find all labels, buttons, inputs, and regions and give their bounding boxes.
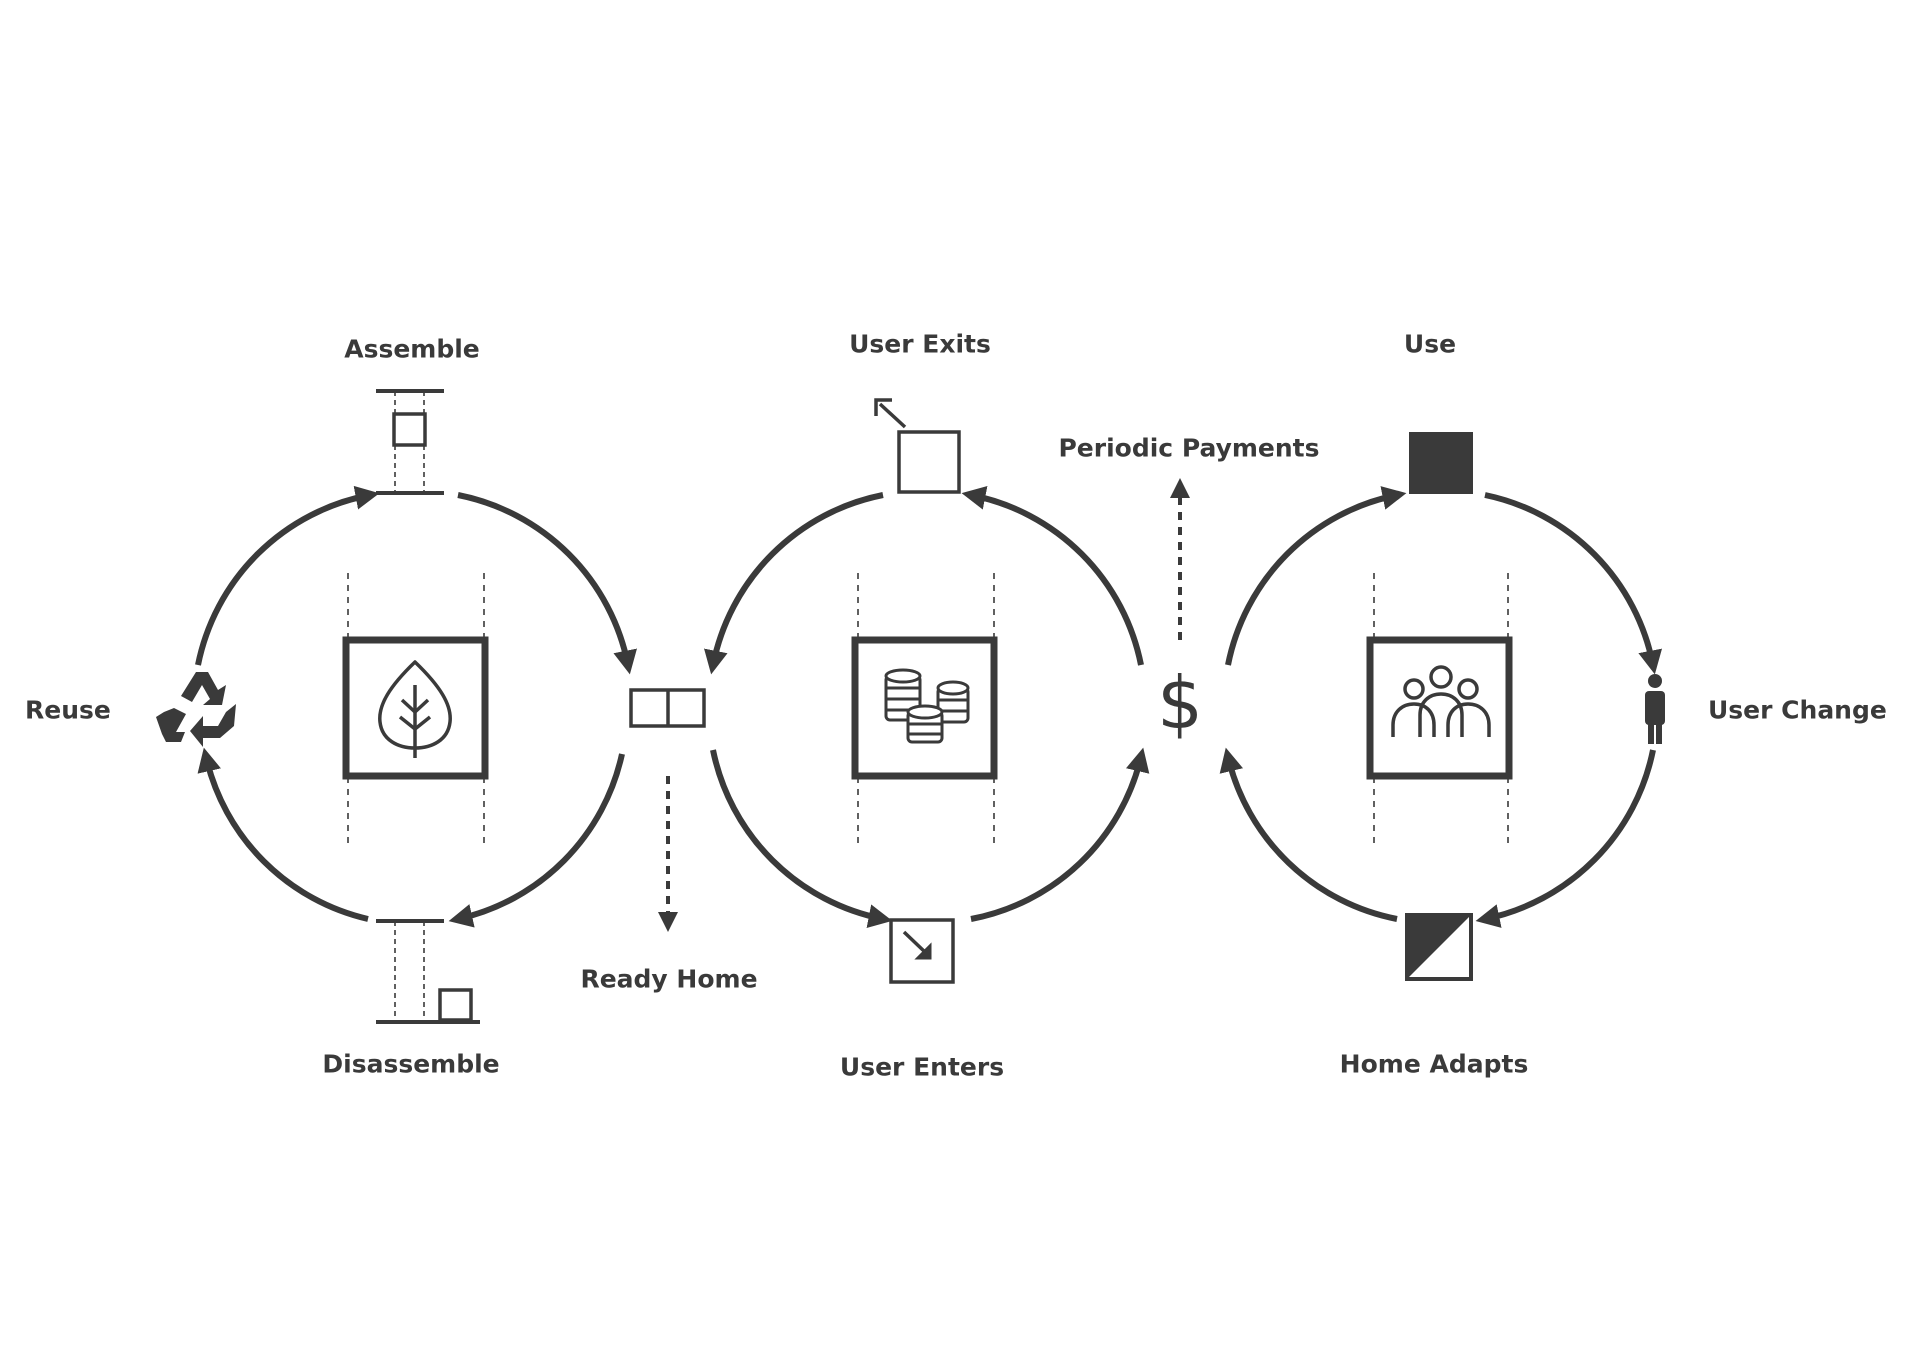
cycle-2-arrows (704, 486, 1150, 928)
cycle-2-center-box (851, 636, 998, 780)
arrow-use-to-user-change (1484, 492, 1663, 675)
label-user-exits: User Exits (849, 329, 991, 359)
assemble-frame-icon (376, 389, 444, 495)
label-home-adapts: Home Adapts (1339, 1049, 1529, 1079)
recycle-icon (156, 672, 236, 747)
leaf-icon (378, 660, 452, 758)
cycle-3-center-box (1366, 636, 1513, 780)
arrow-adapts-to-payment (1219, 747, 1398, 922)
arrow-enter-to-payment (970, 747, 1150, 922)
cycle-3-arrows (1219, 486, 1663, 928)
arrow-ready-to-disassemble (448, 753, 625, 928)
label-user-change: User Change (1708, 695, 1887, 725)
arrow-reuse-to-assemble (195, 485, 380, 666)
disassemble-frame-icon (376, 919, 480, 1024)
arrow-assemble-to-ready (457, 492, 637, 675)
label-user-enters: User Enters (839, 1052, 1005, 1082)
double-box-icon (629, 688, 706, 728)
label-ready-home: Ready Home (580, 964, 758, 994)
person-icon (1645, 674, 1665, 744)
arrow-exit-to-ready (704, 492, 884, 675)
label-disassemble: Disassemble (322, 1049, 500, 1079)
exit-box-icon (874, 398, 961, 494)
label-reuse: Reuse (25, 695, 111, 725)
cycle-1-arrows (195, 485, 637, 928)
filled-square-icon (1409, 432, 1473, 494)
coin-stacks-icon (884, 668, 970, 744)
arrow-payment-to-exit (961, 486, 1144, 666)
people-group-icon (1391, 665, 1491, 737)
dollar-icon: $ (1157, 661, 1203, 745)
arrow-disassemble-to-reuse (197, 747, 369, 922)
half-filled-square-icon (1405, 913, 1473, 981)
arrow-ready-to-enter (710, 749, 893, 928)
arrow-user-change-to-adapts (1475, 749, 1656, 928)
label-periodic-payments: Periodic Payments (1058, 433, 1320, 463)
arrow-payment-to-use (1225, 486, 1407, 666)
label-assemble: Assemble (344, 334, 480, 364)
label-use: Use (1403, 329, 1457, 359)
enter-box-icon (889, 918, 955, 984)
